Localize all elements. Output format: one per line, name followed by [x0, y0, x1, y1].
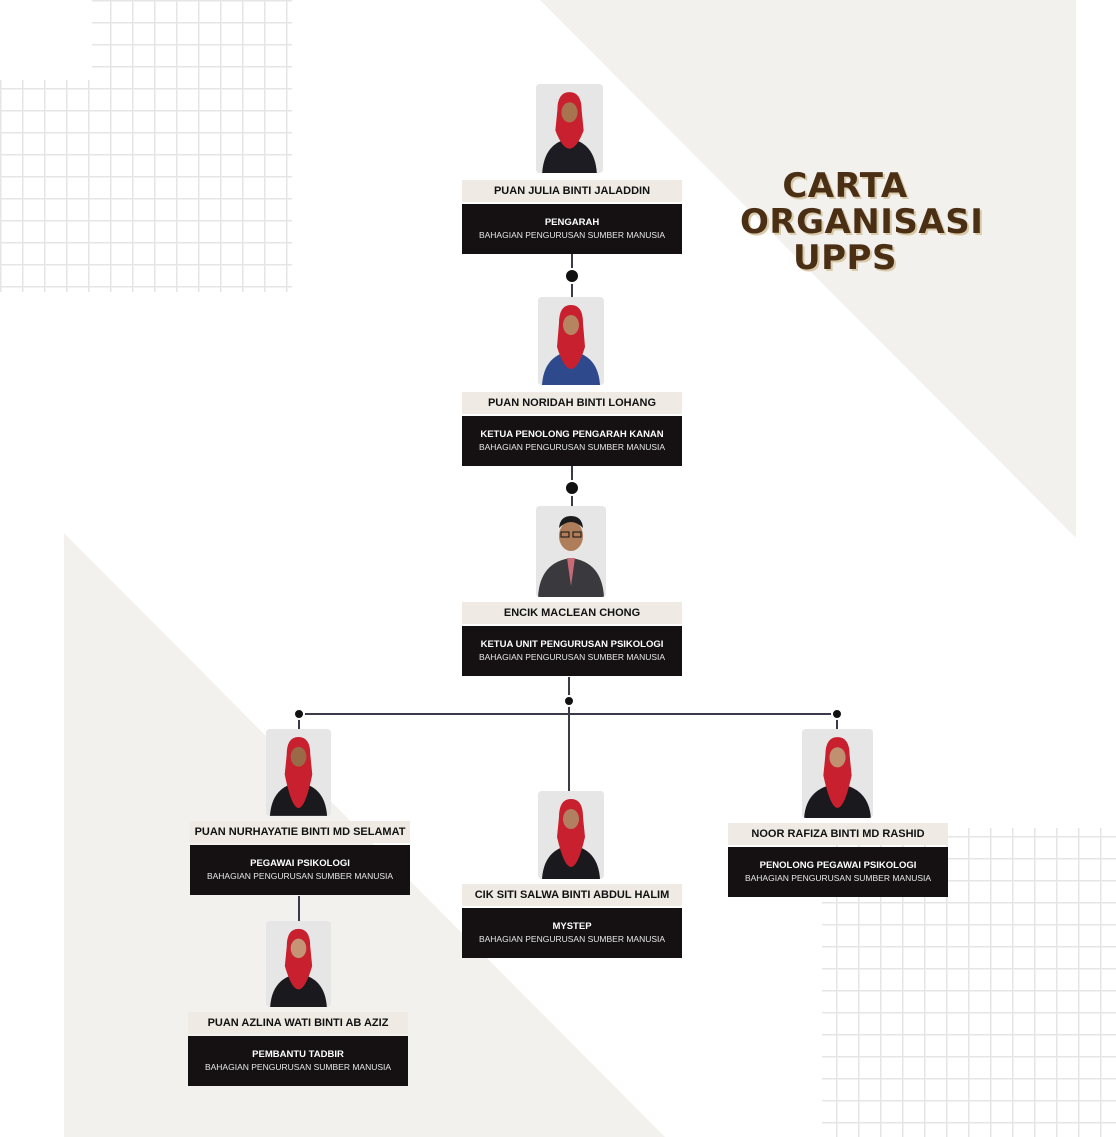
person-name: PUAN NURHAYATIE BINTI MD SELAMAT — [190, 821, 410, 843]
person-department: BAHAGIAN PENGURUSAN SUMBER MANUSIA — [478, 230, 666, 240]
person-role: KETUA PENOLONG PENGARAH KANAN — [480, 429, 664, 440]
person-role: PEGAWAI PSIKOLOGI — [250, 858, 350, 869]
person-name: CIK SITI SALWA BINTI ABDUL HALIM — [462, 884, 682, 906]
person-portrait-icon — [266, 921, 331, 1007]
person-role-box: PENGARAH BAHAGIAN PENGURUSAN SUMBER MANU… — [462, 204, 682, 254]
person-department: BAHAGIAN PENGURUSAN SUMBER MANUSIA — [744, 873, 932, 883]
person-name: NOOR RAFIZA BINTI MD RASHID — [728, 823, 948, 845]
person-name: PUAN AZLINA WATI BINTI AB AZIZ — [188, 1012, 408, 1034]
title-line-3: UPPS — [793, 238, 897, 278]
person-role-box: MYSTEP BAHAGIAN PENGURUSAN SUMBER MANUSI… — [462, 908, 682, 958]
person-role-box: KETUA PENOLONG PENGARAH KANAN BAHAGIAN P… — [462, 416, 682, 466]
person-portrait-icon — [266, 729, 331, 816]
person-portrait-icon — [536, 506, 606, 597]
person-role-box: KETUA UNIT PENGURUSAN PSIKOLOGI BAHAGIAN… — [462, 626, 682, 676]
person-department: BAHAGIAN PENGURUSAN SUMBER MANUSIA — [204, 1062, 392, 1072]
person-role: MYSTEP — [552, 921, 592, 932]
person-role: PENGARAH — [544, 217, 600, 228]
person-role-box: PEGAWAI PSIKOLOGI BAHAGIAN PENGURUSAN SU… — [190, 845, 410, 895]
person-portrait-icon — [538, 297, 604, 385]
title-line-2: ORGANISASI — [740, 202, 984, 242]
person-role-box: PENOLONG PEGAWAI PSIKOLOGI BAHAGIAN PENG… — [728, 847, 948, 897]
person-role: PEMBANTU TADBIR — [252, 1049, 344, 1060]
person-name: PUAN NORIDAH BINTI LOHANG — [462, 392, 682, 414]
person-portrait-icon — [802, 729, 873, 818]
person-portrait-icon — [538, 791, 604, 879]
person-role-box: PEMBANTU TADBIR BAHAGIAN PENGURUSAN SUMB… — [188, 1036, 408, 1086]
person-department: BAHAGIAN PENGURUSAN SUMBER MANUSIA — [206, 871, 394, 881]
person-department: BAHAGIAN PENGURUSAN SUMBER MANUSIA — [478, 652, 666, 662]
person-department: BAHAGIAN PENGURUSAN SUMBER MANUSIA — [478, 442, 666, 452]
person-role: PENOLONG PEGAWAI PSIKOLOGI — [759, 860, 917, 871]
title-line-1: CARTA — [782, 166, 908, 206]
person-name: PUAN JULIA BINTI JALADDIN — [462, 180, 682, 202]
person-portrait-icon — [536, 84, 603, 173]
person-department: BAHAGIAN PENGURUSAN SUMBER MANUSIA — [478, 934, 666, 944]
chart-title: CARTA ORGANISASI UPPS — [740, 166, 984, 278]
person-name: ENCIK MACLEAN CHONG — [462, 602, 682, 624]
person-role: KETUA UNIT PENGURUSAN PSIKOLOGI — [480, 639, 664, 650]
